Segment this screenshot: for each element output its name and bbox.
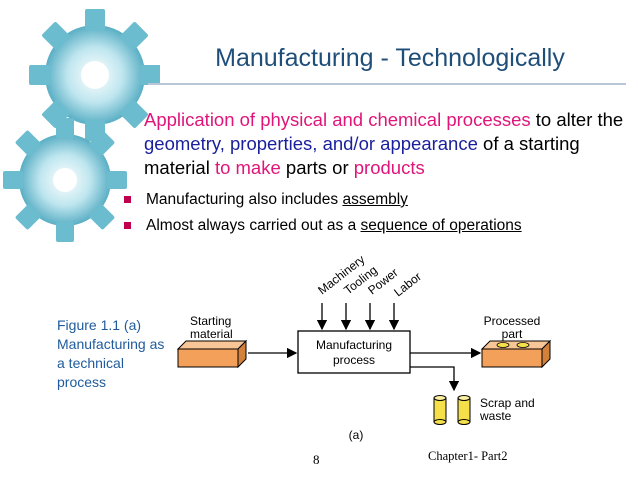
gears-decoration	[3, 9, 160, 242]
paragraph-span: to alter the	[530, 109, 624, 130]
figure-caption: Figure 1.1 (a) Manufacturing as a techni…	[57, 317, 165, 390]
definition-paragraph: Application of physical and chemical pro…	[144, 108, 634, 180]
process-box	[297, 330, 411, 374]
figure-sublabel: (a)	[349, 428, 364, 442]
manufacturing-process-diagram: Machinery Tooling Power Labor Manufactur…	[176, 252, 552, 442]
paragraph-span: geometry, properties, and/or appearance	[144, 133, 478, 154]
scrap-label: Scrap and	[480, 396, 535, 410]
bullet-marker-icon	[124, 222, 131, 229]
bullet-marker-icon	[124, 196, 131, 203]
starting-material-label: material	[190, 327, 233, 341]
starting-material-block	[176, 339, 248, 369]
scrap-cylinders	[433, 395, 471, 425]
bullet-item: Almost always carried out as a sequence …	[124, 214, 624, 240]
paragraph-span: of a starting material	[144, 133, 580, 178]
processed-part-block	[480, 339, 552, 369]
processed-part-label: part	[502, 327, 523, 341]
paragraph-span: products	[353, 157, 425, 178]
bullet-text: Manufacturing also includes	[146, 191, 343, 208]
title-divider	[148, 83, 626, 85]
processed-part-label: Processed	[484, 314, 541, 328]
paragraph-span: to make	[214, 157, 281, 178]
paragraph-span: Application of physical and chemical pro…	[144, 109, 531, 130]
bullet-list: Manufacturing also includes assembly Alm…	[124, 188, 624, 240]
scrap-arrow	[410, 366, 460, 392]
chapter-label: Chapter1- Part2	[428, 449, 508, 463]
gear-icon	[3, 118, 127, 242]
gear-icon	[29, 9, 160, 141]
process-label: Manufacturing	[316, 338, 392, 352]
slide-title: Manufacturing - Technologically	[215, 44, 565, 72]
bullet-text: Almost always carried out as a	[146, 217, 361, 234]
starting-material-label: Starting	[190, 314, 231, 328]
process-label: process	[333, 353, 375, 367]
bullet-link[interactable]: assembly	[342, 191, 408, 208]
bullet-link[interactable]: sequence of operations	[360, 217, 522, 234]
scrap-label: waste	[479, 409, 512, 423]
paragraph-span: parts or	[280, 157, 354, 178]
bullet-item: Manufacturing also includes assembly	[124, 188, 624, 214]
page-number: 8	[313, 452, 320, 467]
